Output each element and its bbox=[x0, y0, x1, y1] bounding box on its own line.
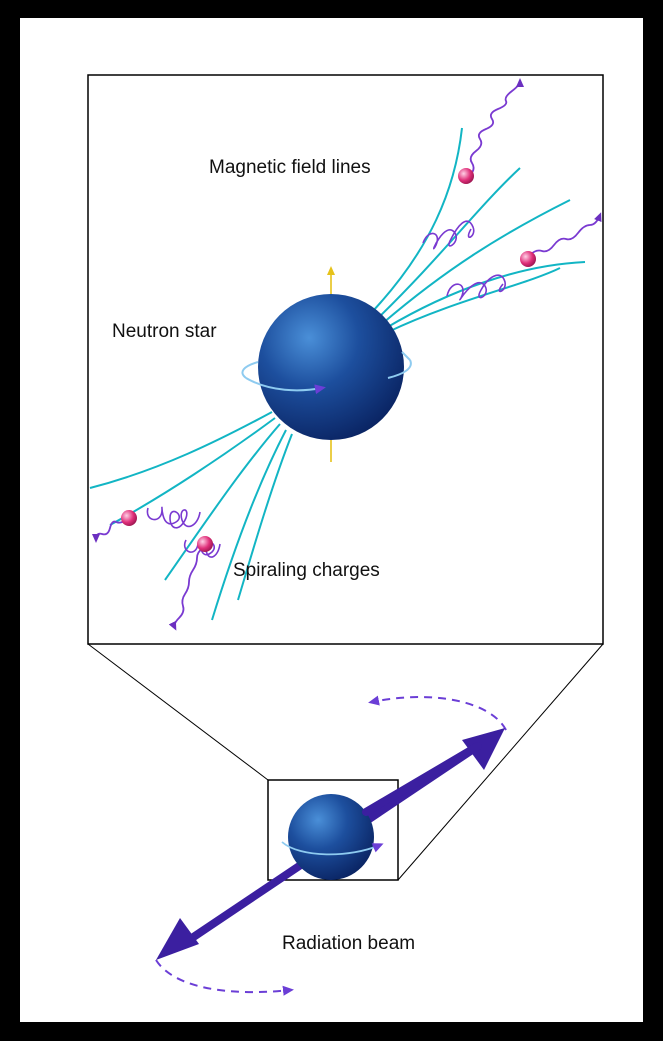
zoom-line-left bbox=[87, 643, 269, 781]
beam-rotation-arrow-bottom bbox=[155, 959, 294, 996]
beam-arrowhead-bottom-icon bbox=[156, 918, 199, 960]
label-radiation-beam: Radiation beam bbox=[282, 933, 415, 954]
charge-particle bbox=[520, 251, 536, 267]
beam-rotation-arrow-top bbox=[368, 695, 507, 731]
rotation-ring-right bbox=[387, 359, 412, 379]
small-rotation-ring bbox=[281, 841, 384, 856]
charge-particle bbox=[197, 536, 213, 552]
label-spiraling-charges: Spiraling charges bbox=[233, 560, 380, 581]
label-neutron-star: Neutron star bbox=[112, 321, 217, 342]
charge-particle bbox=[458, 168, 474, 184]
field-lines-upper bbox=[371, 127, 586, 333]
rotation-ring-front bbox=[245, 377, 326, 395]
neutron-star-small bbox=[288, 794, 374, 880]
charge-particle bbox=[121, 510, 137, 526]
label-magnetic-field-lines: Magnetic field lines bbox=[209, 157, 371, 178]
neutron-star bbox=[258, 294, 404, 440]
spiral-coils-lower bbox=[146, 506, 221, 558]
rotation-arrowhead-icon bbox=[401, 351, 411, 361]
zoom-box bbox=[267, 779, 399, 881]
beam-segment-front bbox=[362, 742, 482, 816]
zoom-line-right bbox=[397, 643, 604, 881]
spiral-coils-upper bbox=[422, 220, 506, 301]
field-lines-lower bbox=[89, 411, 293, 621]
radiation-waves-lower bbox=[92, 519, 204, 631]
rotation-ring-back bbox=[241, 361, 259, 379]
beam-arrowhead-top-icon bbox=[462, 728, 505, 770]
radiation-waves-upper bbox=[469, 78, 602, 256]
